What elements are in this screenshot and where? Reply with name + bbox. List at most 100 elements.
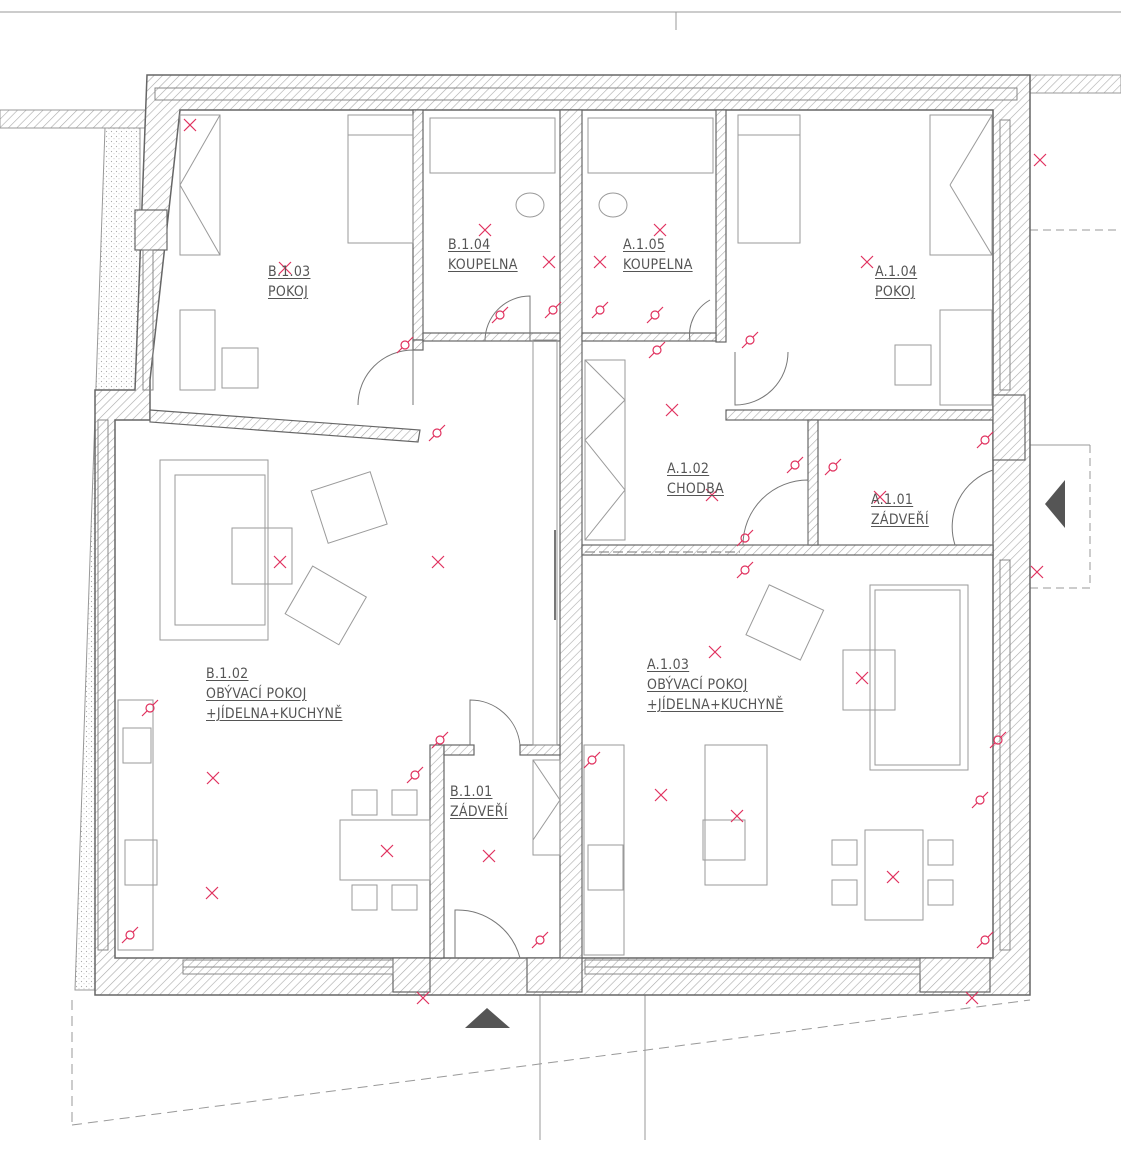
light-fixture-icon xyxy=(416,991,430,1005)
switch-icon xyxy=(145,703,155,713)
light-fixture-icon xyxy=(965,991,979,1005)
room-name: OBÝVACÍ POKOJ xyxy=(206,686,307,702)
switch-lead xyxy=(431,731,449,749)
switch-icon xyxy=(410,770,420,780)
room-name-2: +JÍDELNA+KUCHYNĚ xyxy=(647,697,784,713)
switch-icon xyxy=(652,345,662,355)
switch-lead xyxy=(121,926,139,944)
switch-lead xyxy=(406,766,424,784)
light-fixture-icon xyxy=(665,403,679,417)
switch-icon xyxy=(548,305,558,315)
light-fixture-icon xyxy=(478,223,492,237)
light-fixture-icon xyxy=(431,555,445,569)
electrical-symbols xyxy=(121,118,1047,1005)
switch-icon xyxy=(980,435,990,445)
switch-icon xyxy=(125,930,135,940)
light-fixture-icon xyxy=(886,870,900,884)
room-id: A.1.04 xyxy=(875,264,918,280)
room-id: B.1.02 xyxy=(206,666,249,682)
entry-arrow-south xyxy=(465,1008,510,1028)
light-fixture-icon xyxy=(205,886,219,900)
light-fixture-icon xyxy=(855,671,869,685)
switch-lead xyxy=(591,301,609,319)
light-fixture-icon xyxy=(380,844,394,858)
room-name: POKOJ xyxy=(875,284,916,300)
switch-lead xyxy=(141,699,159,717)
room-label-b101: B.1.01 ZÁDVEŘÍ xyxy=(450,782,508,822)
light-fixture-icon xyxy=(206,771,220,785)
light-fixture-icon xyxy=(653,223,667,237)
switch-lead xyxy=(491,306,509,324)
room-name: OBÝVACÍ POKOJ xyxy=(647,677,748,693)
switch-icon xyxy=(740,565,750,575)
doors xyxy=(357,295,994,959)
switch-lead xyxy=(976,431,994,449)
room-id: A.1.03 xyxy=(647,657,690,673)
light-fixture-icon xyxy=(1030,565,1044,579)
room-label-a103: A.1.03 OBÝVACÍ POKOJ +JÍDELNA+KUCHYNĚ xyxy=(647,655,783,715)
room-id: A.1.01 xyxy=(871,492,914,508)
light-fixture-icon xyxy=(1033,153,1047,167)
room-label-b104: B.1.04 KOUPELNA xyxy=(448,235,518,275)
light-fixture-icon xyxy=(542,255,556,269)
switch-icon xyxy=(993,735,1003,745)
light-fixture-icon xyxy=(654,788,668,802)
switch-lead xyxy=(741,331,759,349)
room-label-a105: A.1.05 KOUPELNA xyxy=(623,235,693,275)
switch-lead xyxy=(976,931,994,949)
room-id: B.1.01 xyxy=(450,784,493,800)
switch-icon xyxy=(745,335,755,345)
switch-icon xyxy=(595,305,605,315)
room-name: KOUPELNA xyxy=(623,257,693,273)
switch-lead xyxy=(396,336,414,354)
room-name: POKOJ xyxy=(268,284,309,300)
room-id: A.1.05 xyxy=(623,237,666,253)
room-label-b102: B.1.02 OBÝVACÍ POKOJ +JÍDELNA+KUCHYNĚ xyxy=(206,664,342,724)
switch-lead xyxy=(646,306,664,324)
interior-walls xyxy=(134,109,1026,993)
windows xyxy=(97,119,1011,975)
switch-icon xyxy=(650,310,660,320)
room-label-b103: B.1.03 POKOJ xyxy=(268,262,310,302)
switch-icon xyxy=(495,310,505,320)
light-fixture-icon xyxy=(873,490,887,504)
site-lines xyxy=(0,11,1121,1140)
room-id: B.1.03 xyxy=(268,264,311,280)
room-id: B.1.04 xyxy=(448,237,491,253)
room-id: A.1.02 xyxy=(667,461,710,477)
room-name: ZÁDVEŘÍ xyxy=(871,512,929,528)
light-fixture-icon xyxy=(705,488,719,502)
switch-icon xyxy=(790,460,800,470)
switch-icon xyxy=(828,462,838,472)
switch-lead xyxy=(971,791,989,809)
room-label-a104: A.1.04 POKOJ xyxy=(875,262,917,302)
room-name-2: +JÍDELNA+KUCHYNĚ xyxy=(206,706,343,722)
switch-lead xyxy=(544,301,562,319)
light-fixture-icon xyxy=(183,118,197,132)
switch-lead xyxy=(989,731,1007,749)
room-name: CHODBA xyxy=(667,481,724,497)
room-name: KOUPELNA xyxy=(448,257,518,273)
switch-lead xyxy=(824,458,842,476)
light-fixture-icon xyxy=(482,849,496,863)
light-fixture-icon xyxy=(860,255,874,269)
switch-lead xyxy=(648,341,666,359)
switch-lead xyxy=(736,561,754,579)
switch-icon xyxy=(400,340,410,350)
switch-icon xyxy=(740,533,750,543)
room-label-a101: A.1.01 ZÁDVEŘÍ xyxy=(871,490,929,530)
switch-lead xyxy=(736,529,754,547)
switch-icon xyxy=(535,935,545,945)
switch-lead xyxy=(583,751,601,769)
light-fixture-icon xyxy=(708,645,722,659)
exterior-wall xyxy=(94,74,1031,996)
switch-icon xyxy=(975,795,985,805)
light-fixture-icon xyxy=(730,809,744,823)
switch-lead xyxy=(428,424,446,442)
room-name: ZÁDVEŘÍ xyxy=(450,804,508,820)
light-fixture-icon xyxy=(273,555,287,569)
light-fixture-icon xyxy=(593,255,607,269)
switch-icon xyxy=(587,755,597,765)
switch-lead xyxy=(786,456,804,474)
